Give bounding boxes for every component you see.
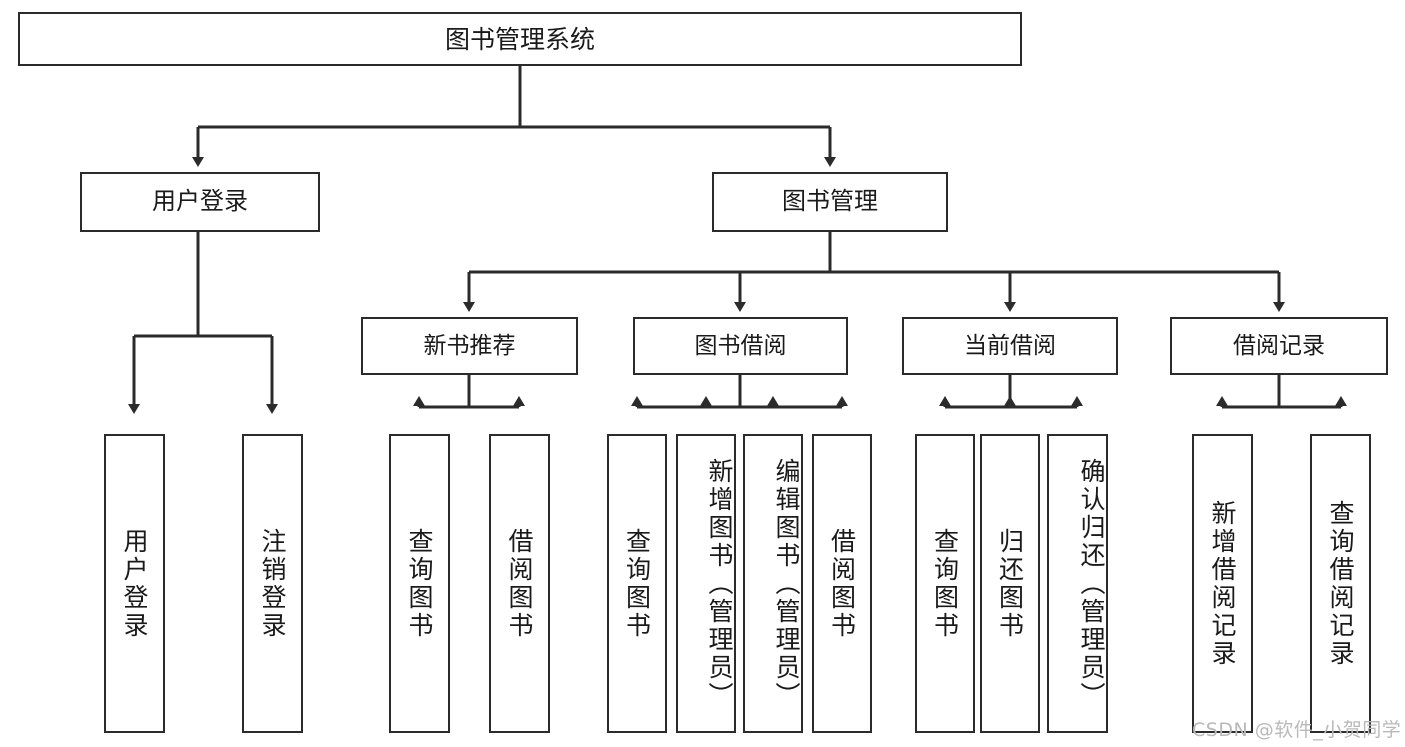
leaf-borrow-book-1[interactable]: 借阅图书 — [489, 434, 550, 733]
leaf-query-book-2[interactable]: 查询图书 — [607, 434, 667, 733]
leaf-logout-login[interactable]: 注销登录 — [242, 434, 303, 733]
csdn-watermark: CSDN @软件_小贺同学 — [1192, 719, 1402, 741]
node-current-borrow[interactable]: 当前借阅 — [902, 317, 1118, 375]
node-user-login[interactable]: 用户登录 — [80, 172, 320, 232]
node-new-book-recommend[interactable]: 新书推荐 — [361, 317, 578, 375]
node-root-system[interactable]: 图书管理系统 — [18, 12, 1022, 66]
leaf-query-book-1[interactable]: 查询图书 — [389, 434, 450, 733]
leaf-add-borrow-record[interactable]: 新增借阅记录 — [1192, 434, 1253, 733]
leaf-edit-book-admin[interactable]: 编辑图书（管理员） — [743, 434, 803, 733]
leaf-return-book[interactable]: 归还图书 — [980, 434, 1040, 733]
leaf-borrow-book-2[interactable]: 借阅图书 — [812, 434, 872, 733]
node-borrow-record[interactable]: 借阅记录 — [1170, 317, 1388, 375]
node-book-borrow[interactable]: 图书借阅 — [633, 317, 848, 375]
leaf-add-book-admin[interactable]: 新增图书（管理员） — [676, 434, 736, 733]
node-book-management[interactable]: 图书管理 — [712, 172, 948, 232]
leaf-query-borrow-record[interactable]: 查询借阅记录 — [1310, 434, 1371, 733]
leaf-query-book-3[interactable]: 查询图书 — [915, 434, 975, 733]
leaf-user-login[interactable]: 用户登录 — [104, 434, 165, 733]
leaf-confirm-return-admin[interactable]: 确认归还（管理员） — [1047, 434, 1108, 733]
